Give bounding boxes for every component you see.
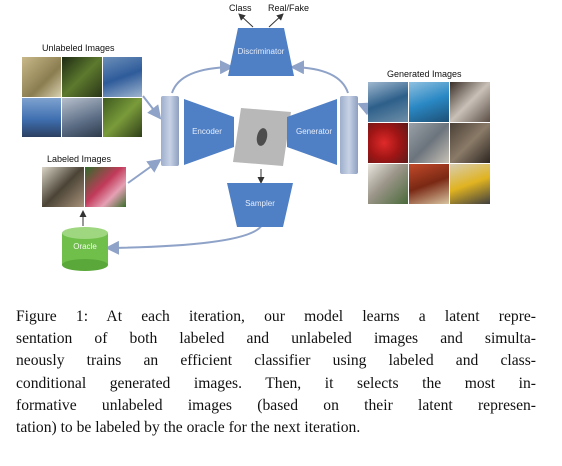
generated-thumb: [450, 82, 490, 122]
unlabeled-thumb: [22, 57, 62, 97]
encoder-input-column: [161, 96, 179, 166]
unlabeled-thumb: [102, 97, 142, 137]
generated-thumb: [409, 164, 449, 204]
unlabeled-images-grid: [22, 57, 142, 137]
class-output-label: Class: [229, 3, 252, 13]
labeled-images-grid: [42, 167, 126, 207]
generated-thumb: [450, 123, 490, 163]
encoder-block: [184, 99, 234, 165]
generated-thumb: [368, 123, 408, 163]
generated-images-grid: [368, 82, 490, 204]
figure-caption: Figure 1: At each iteration, our model l…: [16, 306, 536, 439]
unlabeled-thumb: [22, 97, 62, 137]
generator-block: [287, 99, 337, 165]
caption-line: sentation of both labeled and unlabeled …: [16, 330, 536, 348]
generated-thumb: [368, 82, 408, 122]
generated-thumb: [368, 164, 408, 204]
oracle-block: [62, 227, 108, 271]
generator-output-column: [340, 96, 358, 174]
labeled-thumb: [84, 167, 126, 207]
sampler-label: Sampler: [245, 199, 275, 208]
sampler-block: [227, 183, 293, 227]
unlabeled-thumb: [102, 57, 142, 97]
discriminator-label: Discriminator: [237, 47, 285, 56]
generated-images-title: Generated Images: [387, 69, 462, 79]
unlabeled-thumb: [62, 57, 102, 97]
discriminator-block: [228, 28, 294, 76]
generated-thumb: [409, 82, 449, 122]
unlabeled-images-title: Unlabeled Images: [42, 43, 115, 53]
labeled-thumb: [42, 167, 84, 207]
generator-label: Generator: [295, 127, 333, 136]
caption-line: conditional generated images. Then, it s…: [16, 374, 536, 392]
caption-line: tation) to be labeled by the oracle for …: [16, 419, 361, 437]
caption-line: formative unlabeled images (based on the…: [16, 396, 536, 414]
encoder-label: Encoder: [192, 127, 222, 136]
real-fake-output-label: Real/Fake: [268, 3, 310, 13]
labeled-images-title: Labeled Images: [47, 154, 112, 164]
oracle-label: Oracle: [73, 242, 97, 251]
caption-line: Figure 1: At each iteration, our model l…: [16, 308, 536, 325]
unlabeled-thumb: [62, 97, 102, 137]
generated-thumb: [450, 164, 490, 204]
latent-representation: [233, 108, 291, 166]
connector-arrows: [79, 13, 373, 255]
generated-thumb: [409, 123, 449, 163]
caption-line: neously trains an efficient classifier u…: [16, 352, 536, 370]
